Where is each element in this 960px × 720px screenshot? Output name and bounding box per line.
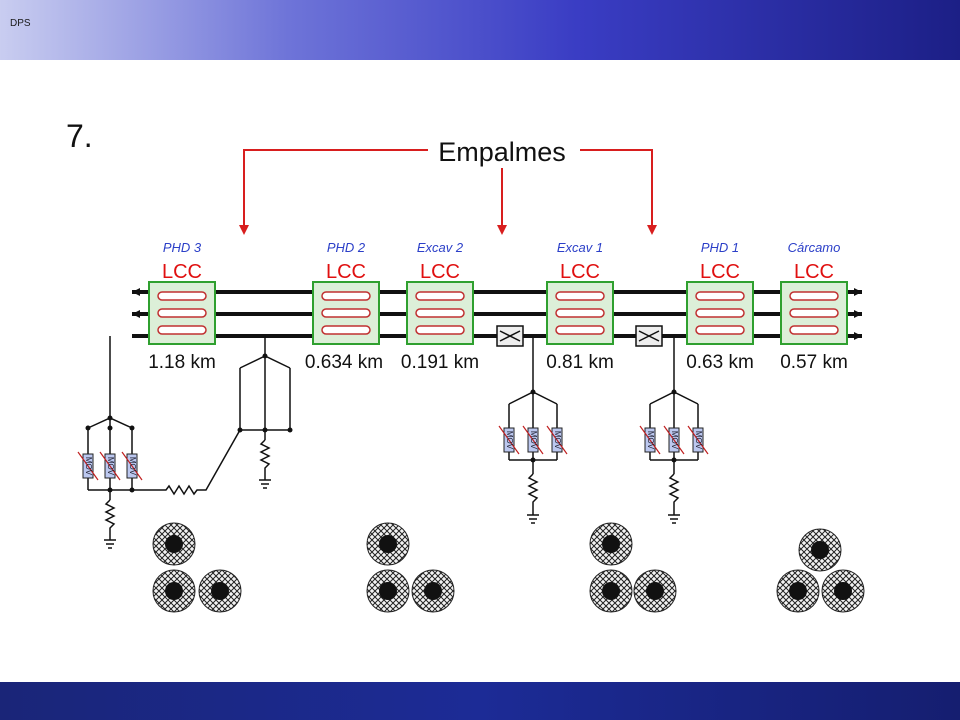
- section-name: Cárcamo: [788, 240, 841, 255]
- conductor-pipe: [157, 308, 207, 318]
- section-length: 0.191 km: [401, 352, 479, 373]
- lcc-block: Excav 2 LCC 0.191 km: [401, 240, 479, 373]
- footer-banner: [0, 682, 960, 720]
- block-type-label: LCC: [162, 261, 202, 283]
- section-name: PHD 1: [701, 240, 739, 255]
- mov-arrester: MOV: [121, 451, 143, 481]
- section-length: 1.18 km: [148, 352, 216, 373]
- block-type-label: LCC: [560, 261, 600, 283]
- conductor-pipe: [415, 325, 465, 335]
- mov-label: MOV: [670, 431, 679, 450]
- header-label: DPS: [10, 18, 31, 29]
- cable-core: [811, 541, 829, 559]
- splice-arrows: [239, 149, 657, 235]
- conductor-pipe: [789, 308, 839, 318]
- cable-core: [602, 582, 620, 600]
- cable-group: [589, 522, 677, 613]
- lcc-block: PHD 2 LCC 0.634 km: [305, 240, 383, 373]
- section-name: Excav 1: [557, 240, 603, 255]
- cable-core: [646, 582, 664, 600]
- conductor-pipe: [695, 291, 745, 301]
- section-name: Excav 2: [417, 240, 464, 255]
- conductor-pipe: [555, 325, 605, 335]
- mov-arrester: MOV: [77, 451, 99, 481]
- section-name: PHD 2: [327, 240, 366, 255]
- mov-label: MOV: [505, 431, 514, 450]
- conductor-pipe: [555, 291, 605, 301]
- mov-label: MOV: [106, 457, 115, 476]
- block-type-label: LCC: [794, 261, 834, 283]
- cable-group: [152, 522, 242, 613]
- cross-bonding-boxes: [496, 325, 663, 347]
- cable-core: [789, 582, 807, 600]
- cable-core: [834, 582, 852, 600]
- conductor-pipe: [321, 291, 371, 301]
- cable-group: [776, 528, 865, 613]
- lcc-block: Excav 1 LCC 0.81 km: [546, 240, 614, 373]
- section-length: 0.81 km: [546, 352, 614, 373]
- lcc-block: PHD 3 LCC 1.18 km: [148, 240, 216, 373]
- mov-label: MOV: [646, 431, 655, 450]
- bus-arrows: [132, 288, 862, 340]
- conductor-pipe: [555, 308, 605, 318]
- block-type-label: LCC: [700, 261, 740, 283]
- mov-arrester: MOV: [639, 425, 661, 455]
- splice-label: Empalmes: [438, 137, 566, 167]
- surge-arresters: MOV MOV MOV MOV MOV MOV MOV MOV MOV: [77, 425, 709, 481]
- splice-arrow-right: [580, 149, 657, 235]
- mov-arrester: MOV: [99, 451, 121, 481]
- cable-core: [424, 582, 442, 600]
- conductor-pipe: [789, 325, 839, 335]
- conductor-pipe: [415, 308, 465, 318]
- mov-arrester: MOV: [522, 425, 544, 455]
- mov-arrester: MOV: [546, 425, 568, 455]
- conductor-pipe: [415, 291, 465, 301]
- mov-arrester: MOV: [663, 425, 685, 455]
- cable-core: [211, 582, 229, 600]
- lcc-block: PHD 1 LCC 0.63 km: [686, 240, 754, 373]
- conductor-pipe: [695, 325, 745, 335]
- cable-cross-sections: [152, 522, 865, 613]
- conductor-pipe: [157, 291, 207, 301]
- cable-core: [379, 582, 397, 600]
- splice-arrow-left: [239, 149, 428, 235]
- mov-label: MOV: [128, 457, 137, 476]
- section-length: 0.634 km: [305, 352, 383, 373]
- conductor-pipe: [695, 308, 745, 318]
- conductor-pipe: [321, 325, 371, 335]
- block-type-label: LCC: [326, 261, 366, 283]
- mov-label: MOV: [84, 457, 93, 476]
- conductor-pipe: [321, 308, 371, 318]
- cable-core: [379, 535, 397, 553]
- slide-number: 7.: [66, 118, 93, 154]
- junction-dots: [85, 353, 677, 493]
- lcc-blocks: PHD 3 LCC 1.18 km PHD 2 LCC 0.634 km Excav 2 LC…: [148, 240, 848, 373]
- section-name: PHD 3: [163, 240, 202, 255]
- section-length: 0.63 km: [686, 352, 754, 373]
- section-length: 0.57 km: [780, 352, 848, 373]
- cross-bonding-box: [635, 325, 663, 347]
- mov-label: MOV: [694, 431, 703, 450]
- cable-group: [366, 522, 455, 613]
- mov-label: MOV: [553, 431, 562, 450]
- block-type-label: LCC: [420, 261, 460, 283]
- mov-arrester: MOV: [498, 425, 520, 455]
- mov-label: MOV: [529, 431, 538, 450]
- conductor-pipe: [789, 291, 839, 301]
- mov-arrester: MOV: [687, 425, 709, 455]
- conductor-pipe: [157, 325, 207, 335]
- cable-core: [165, 582, 183, 600]
- cable-core: [165, 535, 183, 553]
- cross-bonding-box: [496, 325, 524, 347]
- cable-core: [602, 535, 620, 553]
- header-banner: DPS: [0, 0, 960, 60]
